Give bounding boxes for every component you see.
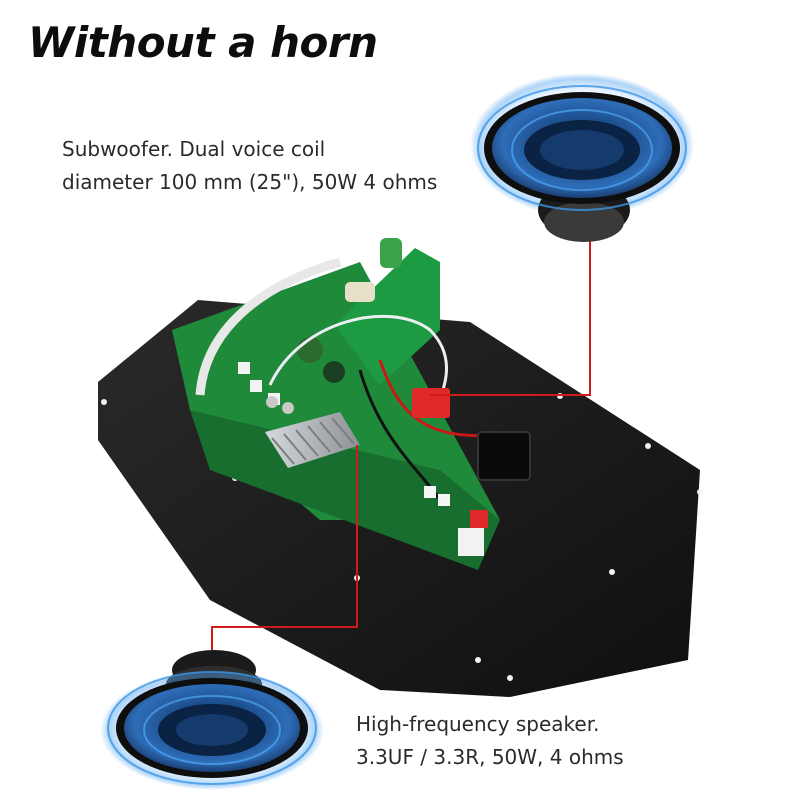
ribbon-cable bbox=[195, 257, 342, 396]
knobs bbox=[266, 396, 294, 414]
tweeter-caption-line: High-frequency speaker. bbox=[356, 712, 600, 736]
headline: Without a horn bbox=[28, 18, 378, 67]
front-pcb-strip bbox=[190, 410, 500, 570]
tweeter-caption: High-frequency speaker. 3.3UF / 3.3R, 50… bbox=[356, 708, 624, 774]
wire bbox=[378, 359, 501, 438]
tweeter-caption-line: 3.3UF / 3.3R, 50W, 4 ohms bbox=[356, 745, 624, 769]
tweeter-speaker bbox=[100, 650, 324, 790]
capacitor bbox=[380, 238, 402, 268]
capacitor bbox=[297, 337, 323, 363]
power-switch bbox=[477, 431, 531, 481]
subwoofer-caption: Subwoofer. Dual voice coil diameter 100 … bbox=[62, 133, 437, 199]
subwoofer-caption-line: diameter 100 mm (25"), 50W 4 ohms bbox=[62, 170, 438, 194]
capacitor bbox=[345, 282, 375, 302]
heatsink bbox=[265, 412, 360, 468]
subwoofer-callout-line bbox=[430, 240, 591, 396]
capacitor bbox=[323, 361, 345, 383]
subwoofer-caption-line: Subwoofer. Dual voice coil bbox=[62, 137, 326, 161]
red-connector bbox=[412, 388, 450, 418]
wire bbox=[268, 314, 448, 401]
red-connector bbox=[470, 510, 488, 528]
subwoofer-speaker bbox=[470, 73, 694, 242]
tweeter-callout-line bbox=[211, 445, 358, 652]
white-connector bbox=[458, 528, 484, 556]
